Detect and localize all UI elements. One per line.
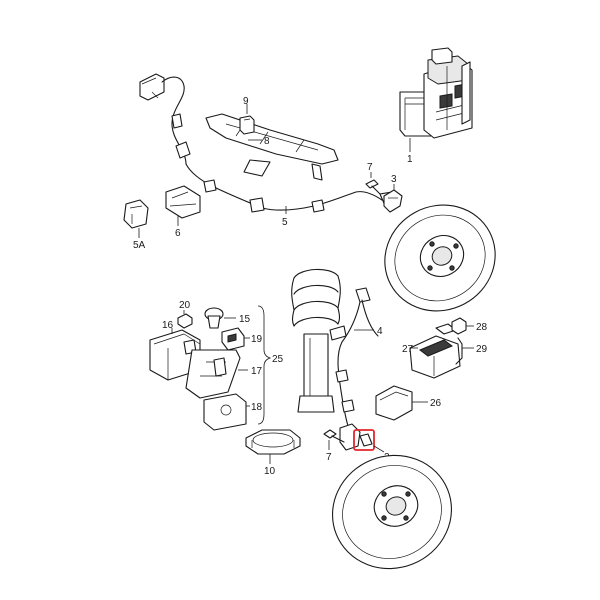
part-5a-holder[interactable] [123,199,149,229]
label-26: 26 [430,398,442,409]
part-20-nut[interactable] [177,313,193,329]
label-5a: 5A [133,240,146,251]
part-8-wiring-bracket[interactable] [205,113,339,181]
label-27: 27 [402,344,414,355]
part-7-bolt-lower[interactable] [323,429,345,443]
part-10-clamp[interactable] [245,429,301,455]
bracket-25 [257,305,272,425]
highlight-box-part-2 [353,429,375,451]
label-20: 20 [179,300,191,311]
part-19-connector[interactable] [221,327,245,351]
part-2-speed-sensor-front[interactable] [339,423,373,451]
label-7-top: 7 [367,162,373,173]
label-10: 10 [264,466,276,477]
part-17-bracket[interactable] [185,349,241,399]
label-9: 9 [243,96,249,107]
part-6-holder[interactable] [165,185,201,219]
part-9-clip[interactable] [239,115,255,135]
part-15-grommet[interactable] [204,307,224,329]
label-6: 6 [175,228,181,239]
lower-brake-disc [331,454,453,570]
label-15: 15 [239,314,251,325]
part-26-cover[interactable] [375,385,413,421]
label-25: 25 [272,354,284,365]
label-18: 18 [251,402,263,413]
label-19: 19 [251,334,263,345]
part-4-speed-sensor-wire-front[interactable] [329,287,379,427]
label-5: 5 [282,217,288,228]
label-8: 8 [264,136,270,147]
label-7-bottom: 7 [326,452,332,463]
label-4: 4 [377,326,383,337]
part-29-bracket[interactable] [455,337,463,365]
label-28: 28 [476,322,488,333]
part-1-abs-control-unit[interactable] [399,47,473,139]
label-3: 3 [391,174,397,185]
part-7-bolt-upper[interactable] [365,179,381,195]
upper-brake-disc [384,204,496,312]
label-17: 17 [251,366,263,377]
label-1: 1 [407,154,413,165]
part-18-holder[interactable] [203,393,247,431]
label-29: 29 [476,344,488,355]
strut-with-coil-spring [291,268,341,413]
label-16: 16 [162,320,174,331]
part-27-sensor-module[interactable] [409,323,461,379]
part-28-nut[interactable] [451,317,467,335]
